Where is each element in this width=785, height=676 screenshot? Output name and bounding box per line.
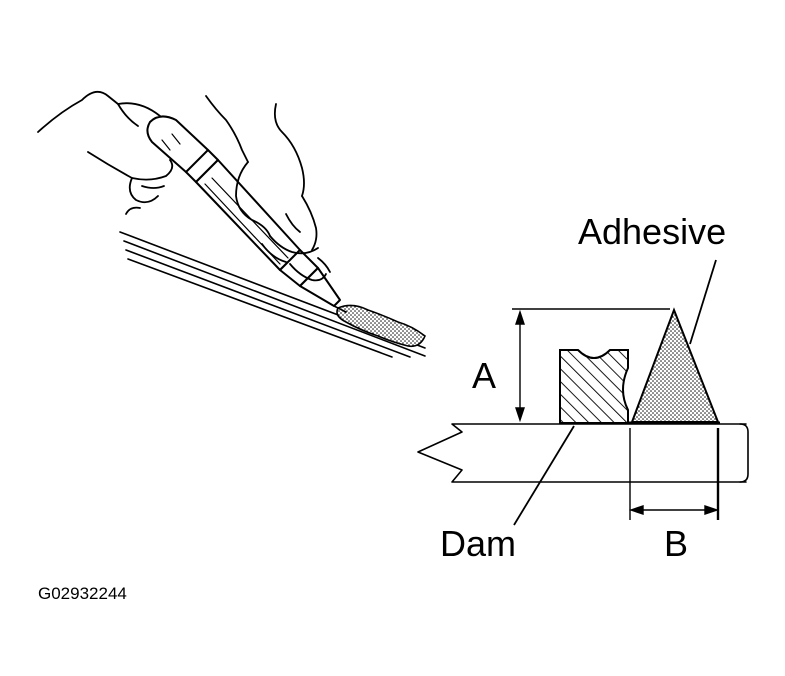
dimension-b-indicator	[628, 428, 720, 520]
dam-label: Dam	[440, 523, 516, 564]
adhesive-leader-line	[689, 259, 717, 345]
rear-gloved-hand	[37, 90, 174, 215]
application-illustration	[37, 90, 426, 358]
adhesive-bead-section	[630, 307, 720, 423]
front-gloved-hand	[205, 95, 331, 282]
dimension-a-label: A	[472, 355, 496, 396]
dam-leader-line	[513, 425, 575, 526]
body-panel-section	[417, 423, 747, 483]
cross-section-diagram: Adhesive A Dam B	[417, 211, 749, 564]
adhesive-bead	[336, 304, 426, 348]
dimension-b-label: B	[664, 523, 688, 564]
figure-code: G02932244	[38, 584, 127, 603]
dam-shape	[559, 349, 629, 424]
caulking-gun-icon	[146, 115, 347, 313]
dimension-a-indicator	[512, 308, 670, 423]
adhesive-label: Adhesive	[578, 211, 726, 252]
panel-end	[739, 423, 749, 483]
